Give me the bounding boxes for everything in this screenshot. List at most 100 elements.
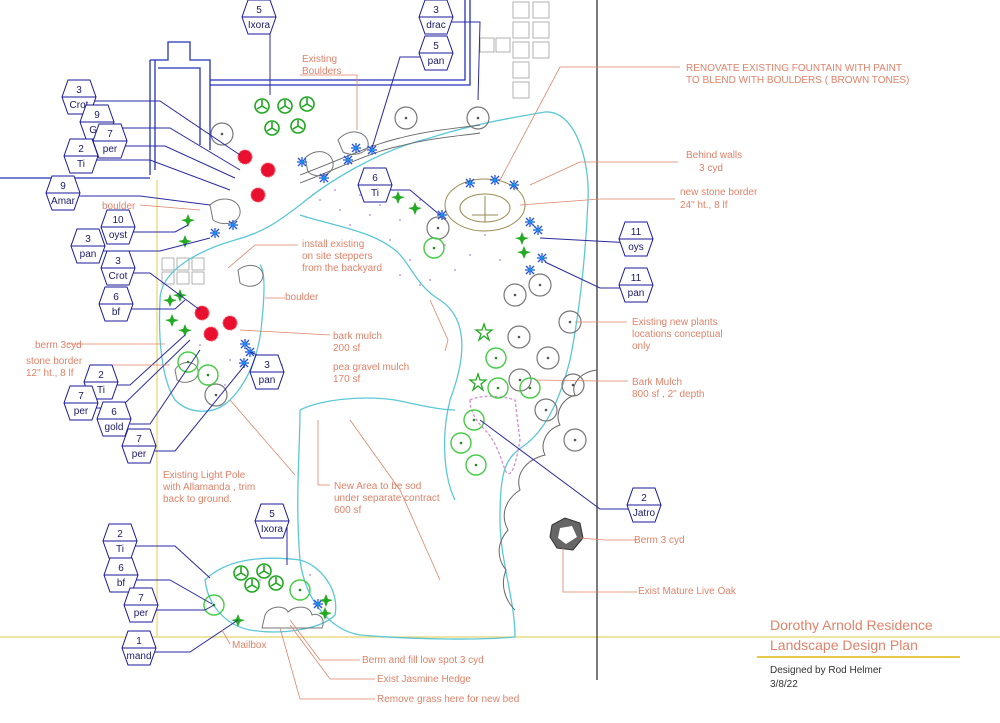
green-ring-shrubs <box>177 237 541 616</box>
plant-tag-code: per <box>103 144 118 155</box>
plant-tag-quantity: 6 <box>111 407 117 418</box>
plant-tag-code: Ti <box>97 385 105 396</box>
plant-tag-quantity: 7 <box>136 434 142 445</box>
note-jasmine: Exist Jasmine Hedge <box>377 674 471 685</box>
plant-tag-quantity: 3 <box>115 256 121 267</box>
plant-tag-code: pan <box>80 249 97 260</box>
plant-tag-code: bf <box>117 578 126 589</box>
plant-tag-quantity: 5 <box>433 41 439 52</box>
plant-tags: 5Ixora3drac5pan3Crot9Gal7per2Ti9Amar10oy… <box>45 0 662 666</box>
plant-tag-quantity: 5 <box>269 509 275 520</box>
plant-tag-code: oys <box>628 242 644 253</box>
plant-tag-code: Jatro <box>633 508 656 519</box>
plant-tag-quantity: 9 <box>60 181 66 192</box>
plant-tag-quantity: 9 <box>94 110 100 121</box>
plant-tag-code: per <box>74 406 89 417</box>
plant-tag-quantity: 6 <box>113 292 119 303</box>
title-block: Dorothy Arnold Residence Landscape Desig… <box>757 617 960 690</box>
plant-tag-code: Crot <box>70 100 89 111</box>
note-mailbox: Mailbox <box>232 640 266 651</box>
plant-tag: 3 drac <box>418 0 454 35</box>
paver-steps <box>161 1 550 285</box>
plant-tag-quantity: 7 <box>107 129 113 140</box>
plant-tag: 3 pan <box>249 354 285 390</box>
plant-tag: 10 oyst <box>100 209 136 245</box>
title-line-2: Landscape Design Plan <box>770 637 918 653</box>
plant-tag-code: per <box>132 449 147 460</box>
plant-tag-code: Crot <box>109 271 128 282</box>
note-boulder-2: boulder <box>285 292 319 303</box>
plant-tag-quantity: 2 <box>78 144 84 155</box>
plant-tag: 6 bf <box>103 557 139 593</box>
plant-tag-code: gold <box>105 422 124 433</box>
plant-tag-code: per <box>134 608 149 619</box>
plant-tag-code: drac <box>426 20 445 31</box>
property-lines <box>0 0 1000 680</box>
plant-tag: 2Ti <box>102 523 138 559</box>
plant-tag-code: pan <box>428 56 445 67</box>
jatropha-plants <box>469 323 493 391</box>
plant-tag-code: Ti <box>371 188 379 199</box>
plant-tag: 5 pan <box>418 35 454 71</box>
plant-tag-code: bf <box>112 307 121 318</box>
house-walls <box>0 0 471 179</box>
plant-tag-code: pan <box>628 288 645 299</box>
plant-tag-quantity: 3 <box>85 234 91 245</box>
plant-tag-quantity: 3 <box>433 5 439 16</box>
plant-tag-quantity: 1 <box>136 636 142 647</box>
plant-tag-quantity: 6 <box>372 173 378 184</box>
plant-tag: 6Ti <box>357 167 393 203</box>
plant-tag-code: mand <box>126 651 151 662</box>
plant-tag-quantity: 5 <box>256 5 262 16</box>
tag-leader-lines <box>76 21 640 653</box>
live-oak-trunk <box>549 517 584 551</box>
plant-tag-quantity: 3 <box>264 360 270 371</box>
plant-tag: 2Ti <box>63 138 99 174</box>
plant-tag-quantity: 11 <box>631 227 642 238</box>
plant-tag-quantity: 6 <box>118 563 124 574</box>
note-berm-right: Berm 3 cyd <box>634 535 685 546</box>
plant-tag: 11 oys <box>618 221 654 257</box>
plan-date: 3/8/22 <box>770 679 798 690</box>
note-berm-3cyd: berm 3cyd <box>35 340 82 351</box>
plant-tag-quantity: 10 <box>112 215 124 226</box>
live-oak-canopy <box>498 369 598 611</box>
plant-tag-code: Ixora <box>248 20 271 31</box>
plant-tag-code: pan <box>259 375 276 386</box>
plant-tag-quantity: 2 <box>98 370 104 381</box>
plant-tag: 1 mand <box>121 630 157 666</box>
plant-tag: 7 per <box>123 587 159 623</box>
note-boulder-1: boulder <box>102 201 136 212</box>
note-berm-fill: Berm and fill low spot 3 cyd <box>362 655 484 666</box>
plant-tag-code: oyst <box>109 230 128 241</box>
note-remove-grass: Remove grass here for new bed <box>377 694 519 705</box>
designer-credit: Designed by Rod Helmer <box>770 665 882 676</box>
title-line-1: Dorothy Arnold Residence <box>770 617 933 633</box>
plant-tag-code: Ti <box>116 544 124 555</box>
plant-tag-quantity: 11 <box>631 273 642 284</box>
plant-tag-code: Amar <box>51 196 76 207</box>
plant-tag: 6 bf <box>98 286 134 322</box>
plant-tag-quantity: 2 <box>641 493 647 504</box>
plant-tag-quantity: 7 <box>138 593 144 604</box>
plant-tag: 11 pan <box>618 267 654 303</box>
boulders <box>174 131 369 629</box>
plant-tag-code: Ixora <box>261 524 284 535</box>
